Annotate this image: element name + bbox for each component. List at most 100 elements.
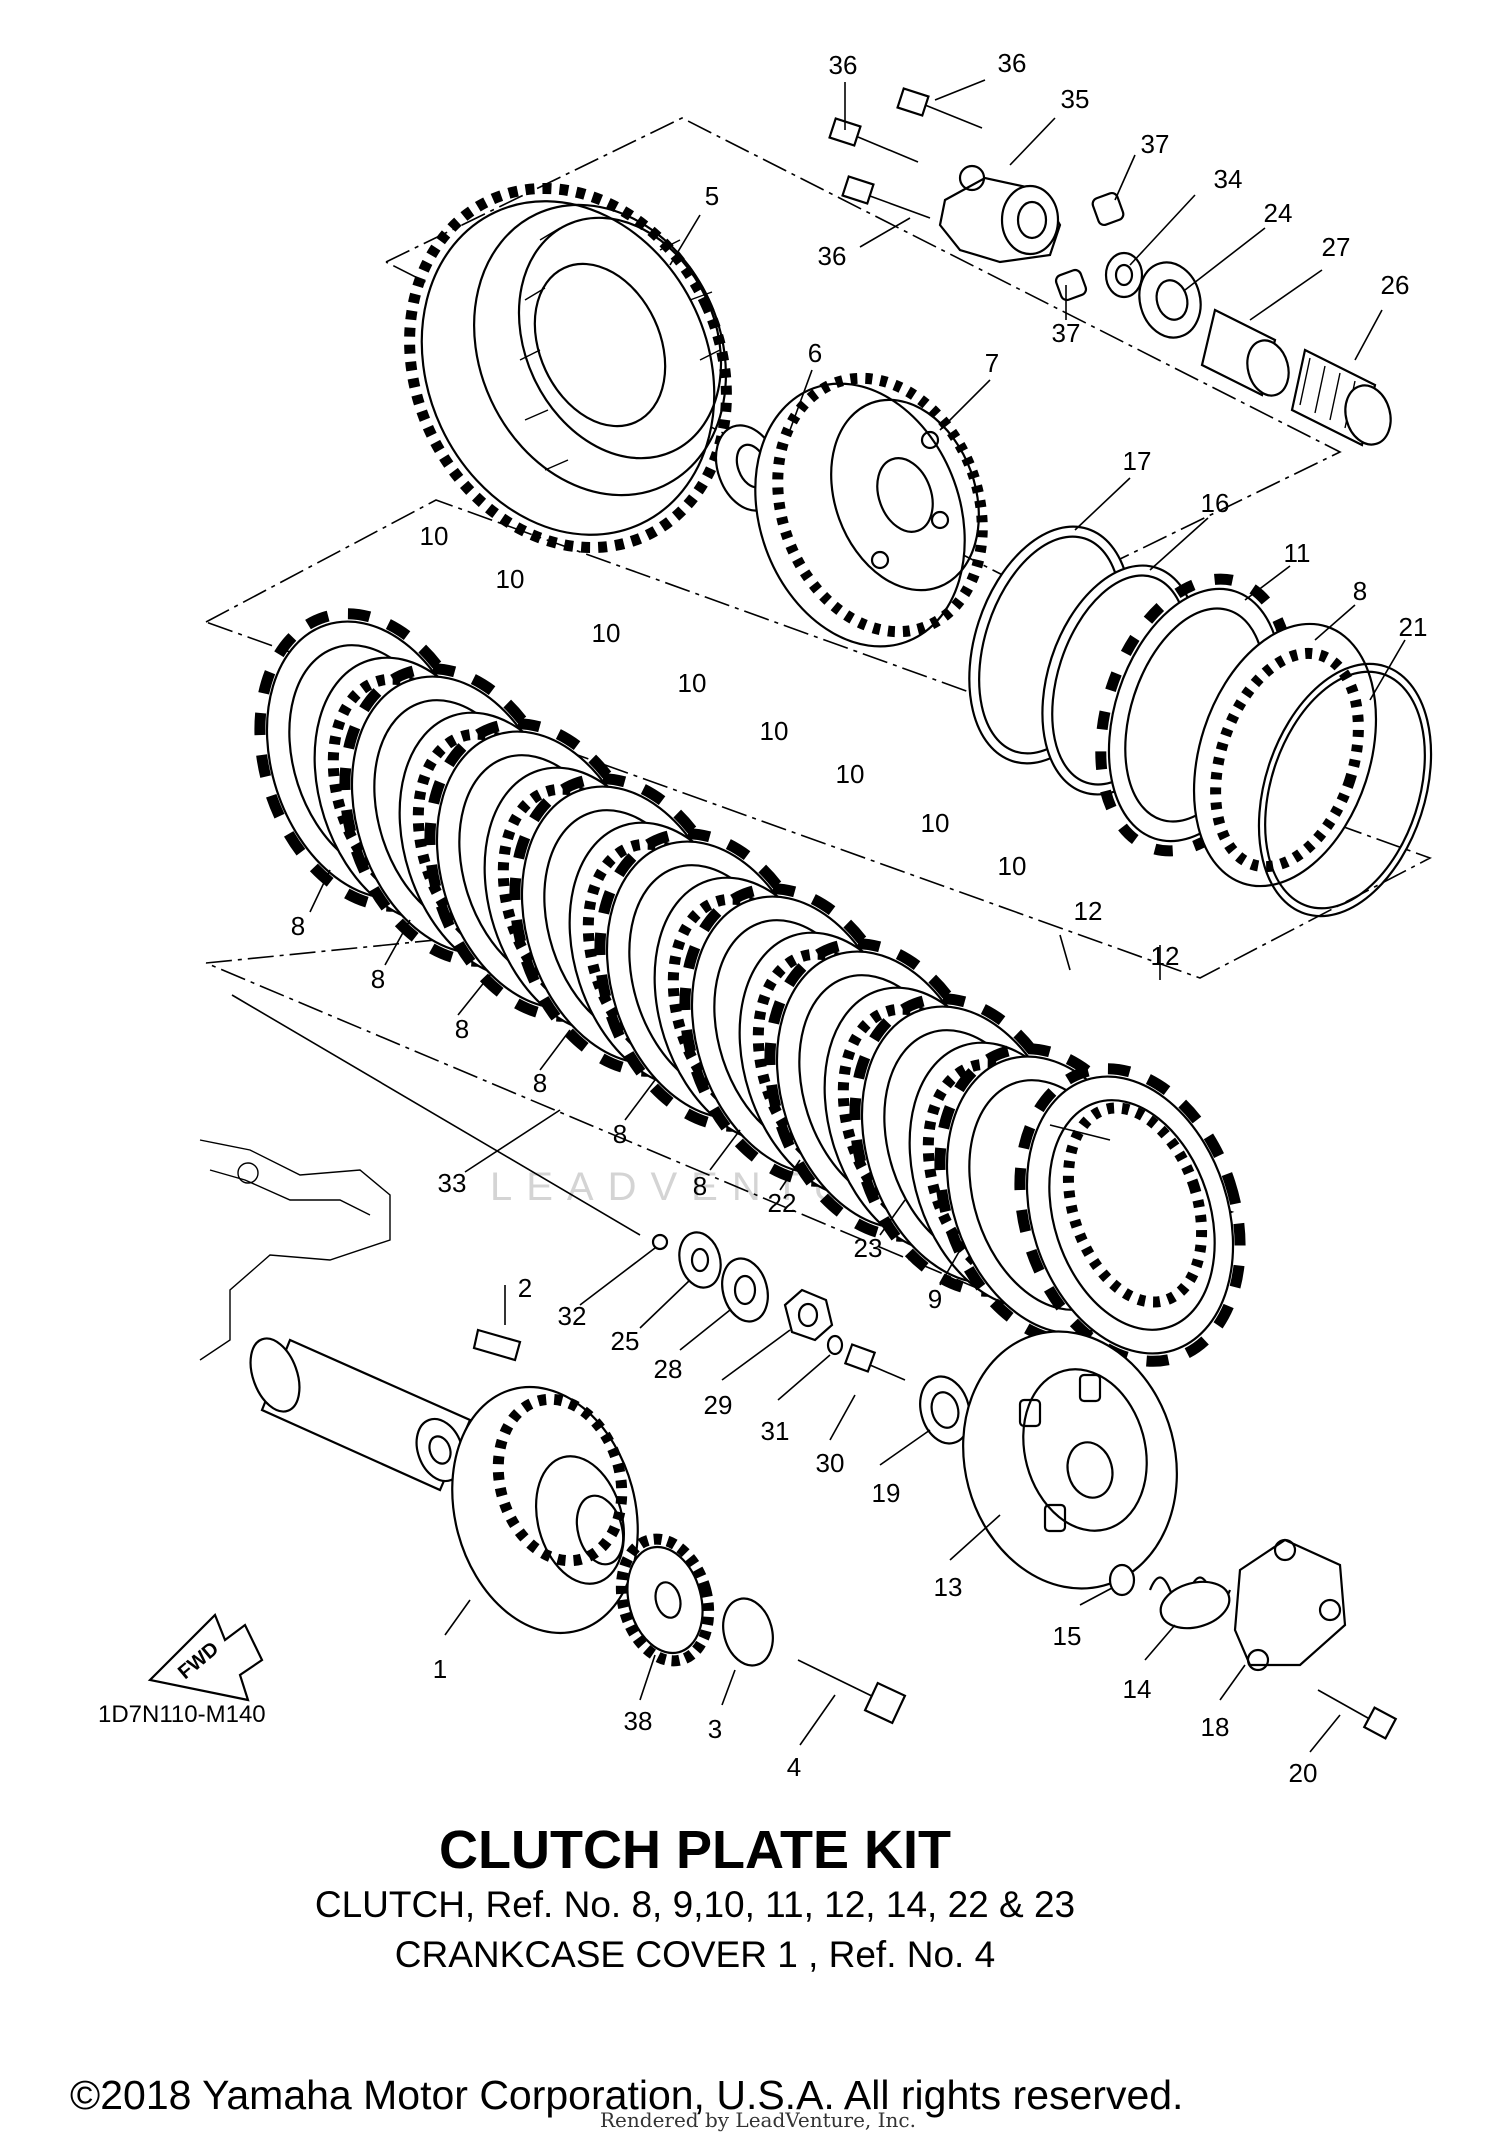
drawing-code: 1D7N110-M140 [98,1701,266,1728]
callout-28: 28 [654,1354,683,1384]
kit-title: CLUTCH PLATE KIT [439,1820,951,1880]
bearing-part-19 [919,1375,971,1445]
callout-10: 10 [921,808,950,838]
callout-35: 35 [1061,84,1090,114]
steel-plate-9 [1062,1102,1208,1308]
callout-10: 10 [592,618,621,648]
callout-labels: 36 36 35 37 34 24 27 26 36 37 5 6 7 17 1… [291,48,1428,1788]
leader-lines [309,79,1406,1753]
steel-plate-8g [1192,622,1378,888]
nut-part-29 [783,1288,834,1342]
oil-seal-part [1138,261,1202,339]
crankcase-outline [199,1139,391,1361]
dowel-pin-part-37b [1054,268,1088,302]
callout-36: 36 [829,50,858,80]
callout-8: 8 [1353,576,1367,606]
callout-8: 8 [613,1119,627,1149]
callout-10: 10 [496,564,525,594]
copyright-notice: ©2018 Yamaha Motor Corporation, U.S.A. A… [70,2072,1184,2118]
spring-retainer-part [1233,1538,1347,1672]
callout-22: 22 [768,1188,797,1218]
callout-5: 5 [705,181,719,211]
callout-20: 20 [1289,1758,1318,1788]
callout-8: 8 [693,1171,707,1201]
callout-16: 16 [1201,488,1230,518]
collar-part [1200,308,1290,397]
callout-12: 12 [1074,896,1103,926]
callout-24: 24 [1264,198,1293,228]
washer-part-34 [1104,251,1144,299]
washer-part-3 [722,1597,774,1667]
callout-19: 19 [872,1478,901,1508]
bolt-part-36a [896,87,983,129]
callout-38: 38 [624,1706,653,1736]
kit-info-block: CLUTCH PLATE KIT CLUTCH, Ref. No. 8, 9,1… [0,1820,1500,1980]
callout-29: 29 [704,1390,733,1420]
bolt-part-36b [828,117,919,163]
washer-part-15 [1108,1563,1136,1597]
callout-33: 33 [438,1168,467,1198]
callout-10: 10 [836,759,865,789]
callout-8: 8 [371,964,385,994]
callout-34: 34 [1214,164,1243,194]
callout-27: 27 [1322,232,1351,262]
callout-6: 6 [808,338,822,368]
callout-14: 14 [1123,1674,1152,1704]
callout-36: 36 [818,241,847,271]
group-outline-pressure [205,939,1235,1303]
forward-direction-arrow: FWD [147,1613,264,1702]
washer-part-25 [678,1231,722,1289]
callout-36: 36 [998,48,1027,78]
clutch-spring-part [1148,1576,1232,1630]
callout-12: 12 [1151,941,1180,971]
ball-part [651,1233,669,1251]
callout-21: 21 [1399,612,1428,642]
callout-7: 7 [985,348,999,378]
callout-11: 11 [1284,538,1311,568]
callout-18: 18 [1201,1712,1230,1742]
callout-17: 17 [1123,446,1152,476]
bolt-part-4 [797,1659,907,1725]
wire-circlip-21 [1257,662,1433,918]
callout-26: 26 [1381,270,1410,300]
callout-10: 10 [760,716,789,746]
callout-2: 2 [518,1273,532,1303]
callout-15: 15 [1053,1621,1082,1651]
callout-10: 10 [998,851,1027,881]
bolt-part-30 [843,1343,906,1381]
callout-1: 1 [433,1654,447,1684]
callout-13: 13 [934,1572,963,1602]
pressure-plate-part [962,1330,1178,1590]
callout-25: 25 [611,1326,640,1356]
callout-9: 9 [928,1284,942,1314]
callout-23: 23 [854,1233,883,1263]
bolt-part-36c [841,175,931,219]
callout-8: 8 [455,1014,469,1044]
callout-8: 8 [291,911,305,941]
key-part [472,1328,522,1362]
lock-washer-part-28 [721,1257,769,1323]
release-housing-part [938,164,1062,264]
kit-crankcase-refs: CRANKCASE COVER 1 , Ref. No. 4 [394,1934,996,1975]
o-ring-part-31 [826,1334,844,1356]
callout-10: 10 [678,668,707,698]
callout-10: 10 [420,521,449,551]
clutch-housing-part [404,182,732,554]
primary-drive-gear-part [451,1385,639,1635]
push-rod-part [231,994,641,1236]
callout-37: 37 [1052,318,1081,348]
needle-bearing-part [1290,348,1392,447]
group-outline-plates [205,499,1432,979]
callout-30: 30 [816,1448,845,1478]
rendered-by-note: Rendered by LeadVenture, Inc. [600,2108,916,2132]
kit-clutch-refs: CLUTCH, Ref. No. 8, 9,10, 11, 12, 14, 22… [314,1884,1076,1925]
callout-31: 31 [761,1416,790,1446]
callout-32: 32 [558,1301,587,1331]
bolt-part-20 [1317,1689,1398,1740]
callout-4: 4 [787,1752,801,1782]
clutch-boss-part [754,372,988,648]
callout-37: 37 [1141,129,1170,159]
sprocket-part [615,1533,715,1667]
main-axle-shaft [249,1337,472,1492]
